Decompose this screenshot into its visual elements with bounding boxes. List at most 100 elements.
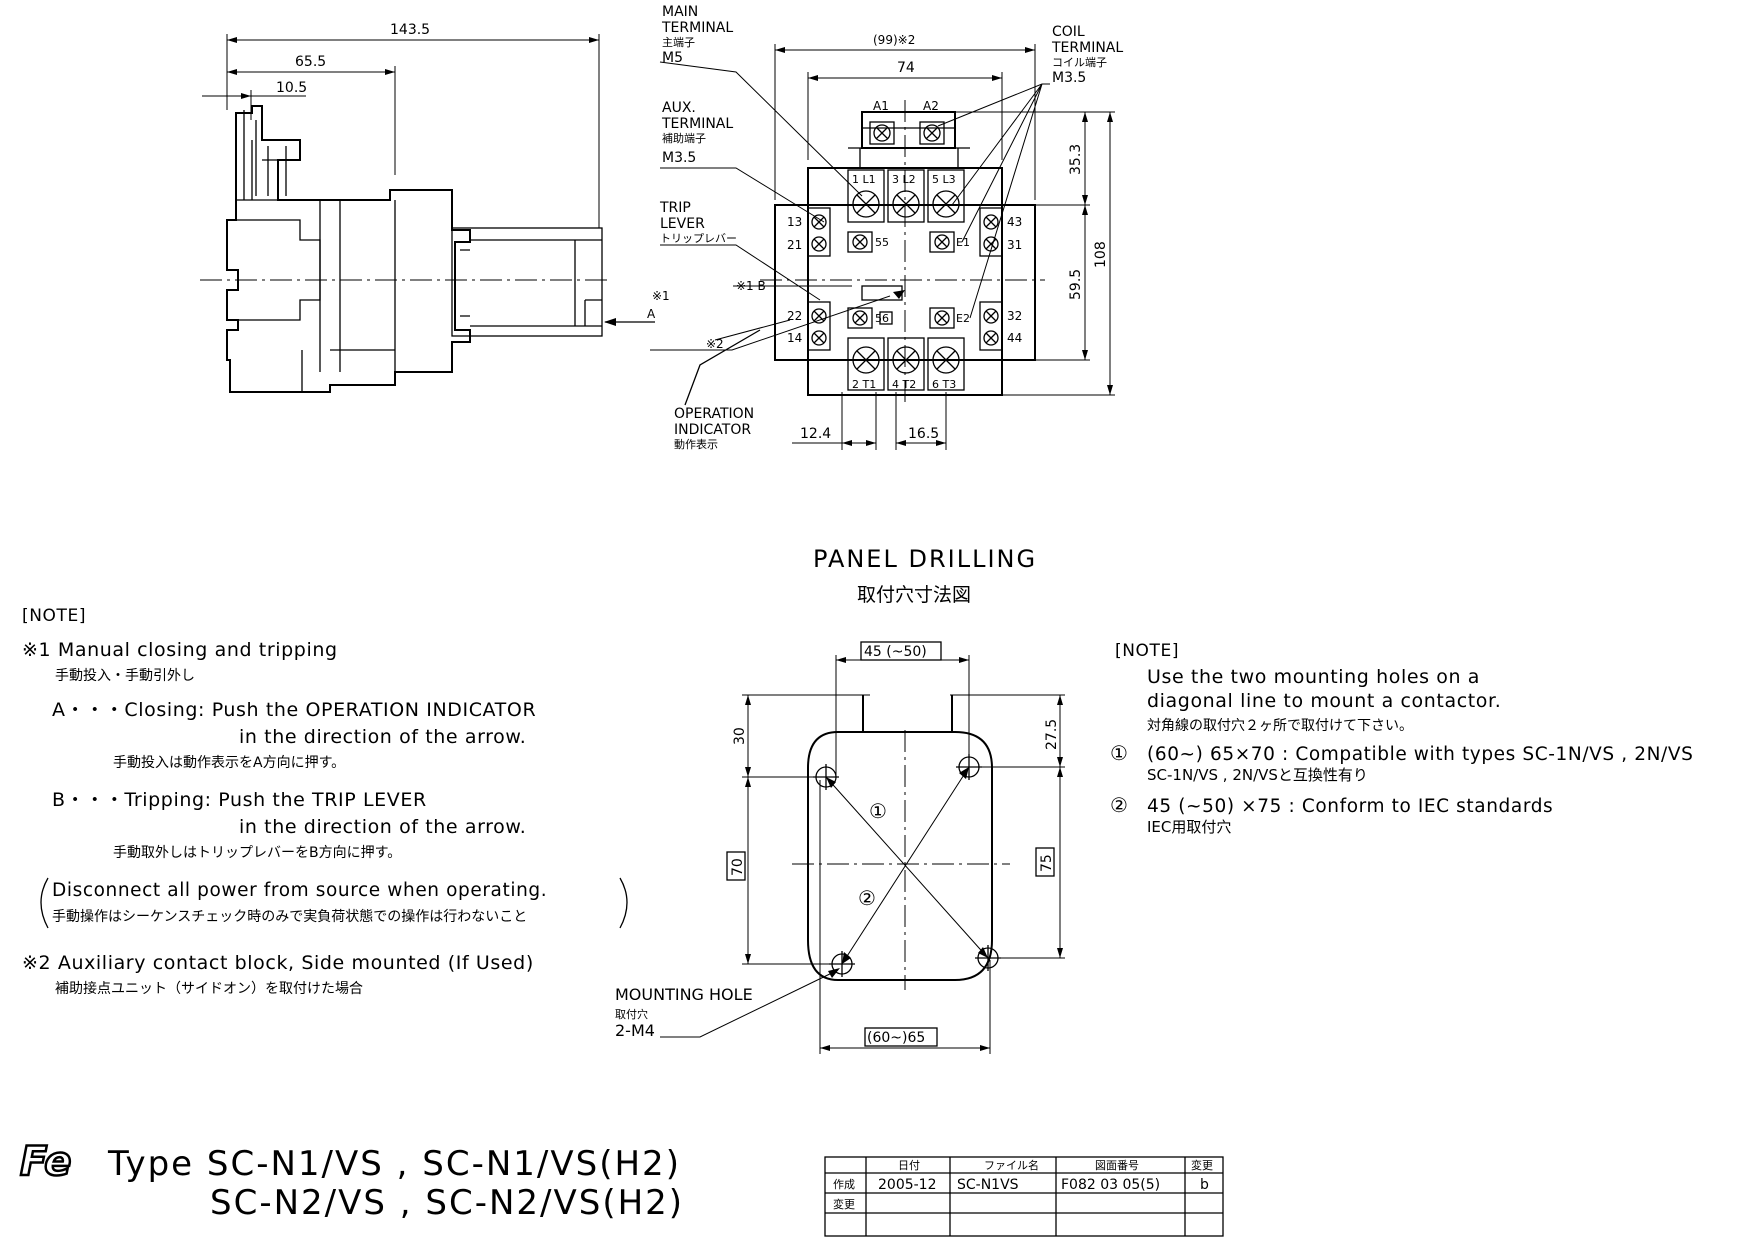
note1-b-line1: B・・・Tripping: Push the TRIP LEVER xyxy=(52,789,427,811)
panel-drilling-title-jp: 取付穴寸法図 xyxy=(857,584,971,606)
main-3l2: 3 L2 xyxy=(892,173,916,186)
inner-56: 56 xyxy=(875,312,889,325)
notes-left: [NOTE] ※1 Manual closing and tripping 手動… xyxy=(22,606,628,997)
type-line2: SC-N2/VS , SC-N2/VS(H2) xyxy=(210,1183,684,1223)
notes-right-item2: 45 (~50) ×75 : Conform to IEC standards xyxy=(1147,796,1553,817)
tb-header-date: 日付 xyxy=(898,1159,920,1172)
svg-text:M5: M5 xyxy=(662,50,683,66)
drill-dim-right: 75 xyxy=(1039,854,1055,872)
main-terminals-top: 1 L1 3 L2 5 L3 xyxy=(847,169,965,223)
fe-logo: Fe xyxy=(20,1139,71,1185)
tb-row2-label: 変更 xyxy=(833,1197,855,1211)
svg-text:MOUNTING HOLE: MOUNTING HOLE xyxy=(615,985,753,1004)
main-1l1: 1 L1 xyxy=(852,173,876,186)
inner-e1: E1 xyxy=(956,236,970,249)
dim-right-upper: 35.3 xyxy=(1068,144,1084,175)
dim-overall-length: 143.5 xyxy=(390,22,430,38)
notes-right-item1-sub: SC-1N/VS , 2N/VSと互換性有り xyxy=(1147,766,1368,784)
svg-text:取付穴: 取付穴 xyxy=(615,1007,648,1021)
main-terminals-bottom: 2 T1 4 T2 6 T3 xyxy=(847,337,965,391)
aux-13: 13 xyxy=(787,215,802,229)
panel-drilling: PANEL DRILLING 取付穴寸法図 ① ② 45 (~50) (60~)… xyxy=(615,545,1065,1054)
main-4t2: 4 T2 xyxy=(892,378,916,391)
aux-terminals: 13 21 22 14 43 31 32 44 xyxy=(787,207,1022,351)
main-5l3: 5 L3 xyxy=(932,173,956,186)
label-main-terminal: MAIN TERMINAL 主端子 M5 xyxy=(661,4,733,66)
svg-text:TERMINAL: TERMINAL xyxy=(661,20,733,36)
notes-right-item1: (60~) 65×70 : Compatible with types SC-1… xyxy=(1147,744,1693,765)
notes-right-line-jp: 対角線の取付穴２ヶ所で取付けて下さい。 xyxy=(1147,718,1413,734)
notes-right: [NOTE] Use the two mounting holes on a d… xyxy=(1110,641,1693,836)
svg-text:TRIP: TRIP xyxy=(659,200,691,216)
svg-text:補助端子: 補助端子 xyxy=(662,131,706,145)
note-warning-jp: 手動操作はシーケンスチェック時のみで実負荷状態での操作は行わないこと xyxy=(52,909,527,925)
type-block: Fe Type SC-N1/VS , SC-N1/VS(H2) SC-N2/VS… xyxy=(19,1138,684,1223)
front-view: (99)※2 74 35.3 59.5 108 A1 A2 xyxy=(650,4,1123,451)
dim-right-overall: 108 xyxy=(1093,241,1109,268)
dim-top-outer: (99)※2 xyxy=(873,33,915,47)
dim-mid-length: 65.5 xyxy=(295,54,326,70)
svg-text:OPERATION: OPERATION xyxy=(674,406,754,422)
label-trip-lever: TRIP LEVER トリップレバー xyxy=(659,200,737,245)
notes-right-header: [NOTE] xyxy=(1115,641,1179,661)
notes-right-item1-mark: ① xyxy=(1110,741,1129,765)
drill-dim-right-top: 27.5 xyxy=(1044,719,1060,750)
aux-22: 22 xyxy=(787,309,802,323)
svg-text:2-M4: 2-M4 xyxy=(615,1021,655,1040)
arrow-a-ref: ※1 xyxy=(652,289,670,303)
svg-text:コイル端子: コイル端子 xyxy=(1052,56,1107,69)
drill-dim-bottom: (60~)65 xyxy=(867,1030,925,1046)
note-warning: Disconnect all power from source when op… xyxy=(52,880,547,901)
tb-row1-label: 作成 xyxy=(833,1178,855,1191)
note1-title: ※1 Manual closing and tripping xyxy=(22,639,338,661)
dim-bottom-right: 16.5 xyxy=(908,426,939,442)
notes-right-line1: Use the two mounting holes on a xyxy=(1147,666,1480,688)
svg-text:M3.5: M3.5 xyxy=(1052,70,1086,86)
svg-text:INDICATOR: INDICATOR xyxy=(674,422,751,438)
drill-dim-top: 45 (~50) xyxy=(864,644,927,660)
tb-row1-file: SC-N1VS xyxy=(957,1177,1019,1193)
svg-text:動作表示: 動作表示 xyxy=(674,437,718,451)
note1-b-line2: in the direction of the arrow. xyxy=(239,816,526,838)
tb-header-file: ファイル名 xyxy=(984,1158,1039,1172)
panel-drilling-title: PANEL DRILLING xyxy=(813,545,1037,573)
mounting-holes xyxy=(813,754,1001,977)
coil-a1: A1 xyxy=(873,99,889,113)
label-coil-terminal: COIL TERMINAL コイル端子 M3.5 xyxy=(1051,24,1123,86)
note1-a-jp: 手動投入は動作表示をA方向に押す。 xyxy=(113,755,345,771)
notes-right-item2-mark: ② xyxy=(1110,793,1129,817)
drill-dim-left-top: 30 xyxy=(732,727,748,745)
note2-jp: 補助接点ユニット（サイドオン）を取付けた場合 xyxy=(55,980,363,997)
aux-21: 21 xyxy=(787,238,802,252)
label-operation-indicator: OPERATION INDICATOR 動作表示 xyxy=(674,406,754,451)
aux-14: 14 xyxy=(787,331,802,345)
drill-mark-2: ② xyxy=(858,886,876,910)
dim-right-lower: 59.5 xyxy=(1068,269,1084,300)
drill-dim-left: 70 xyxy=(730,858,746,876)
note1-b-jp: 手動取外しはトリップレバーをB方向に押す。 xyxy=(113,845,401,861)
svg-text:COIL: COIL xyxy=(1052,24,1085,40)
inner-terminals: 55 E1 56 E2 xyxy=(847,231,970,329)
tb-row1-drawing-no: F082 03 05(5) xyxy=(1061,1177,1160,1193)
note1-a-line1: A・・・Closing: Push the OPERATION INDICATO… xyxy=(52,699,536,721)
svg-text:TERMINAL: TERMINAL xyxy=(1051,40,1123,56)
note2-title: ※2 Auxiliary contact block, Side mounted… xyxy=(22,952,534,974)
dim-small-length: 10.5 xyxy=(276,80,307,96)
coil-terminals: A1 A2 xyxy=(869,99,945,145)
aux-31: 31 xyxy=(1007,238,1022,252)
aux-44: 44 xyxy=(1007,331,1022,345)
svg-text:トリップレバー: トリップレバー xyxy=(660,232,737,245)
label-mounting-hole: MOUNTING HOLE 取付穴 2-M4 xyxy=(615,985,753,1040)
side-view: 143.5 65.5 10.5 ※1 A xyxy=(200,22,670,393)
note1-a-line2: in the direction of the arrow. xyxy=(239,726,526,748)
svg-text:AUX.: AUX. xyxy=(662,100,696,116)
note1-jp: 手動投入・手動引外し xyxy=(55,668,195,684)
notes-right-item2-sub: IEC用取付穴 xyxy=(1147,818,1231,836)
label-ref1-b: ※1 B xyxy=(736,279,766,293)
tb-header-rev: 変更 xyxy=(1191,1158,1213,1172)
label-ref2: ※2 xyxy=(706,337,724,351)
type-line1: Type SC-N1/VS , SC-N1/VS(H2) xyxy=(107,1144,681,1184)
coil-a2: A2 xyxy=(923,99,939,113)
svg-text:MAIN: MAIN xyxy=(662,4,698,20)
